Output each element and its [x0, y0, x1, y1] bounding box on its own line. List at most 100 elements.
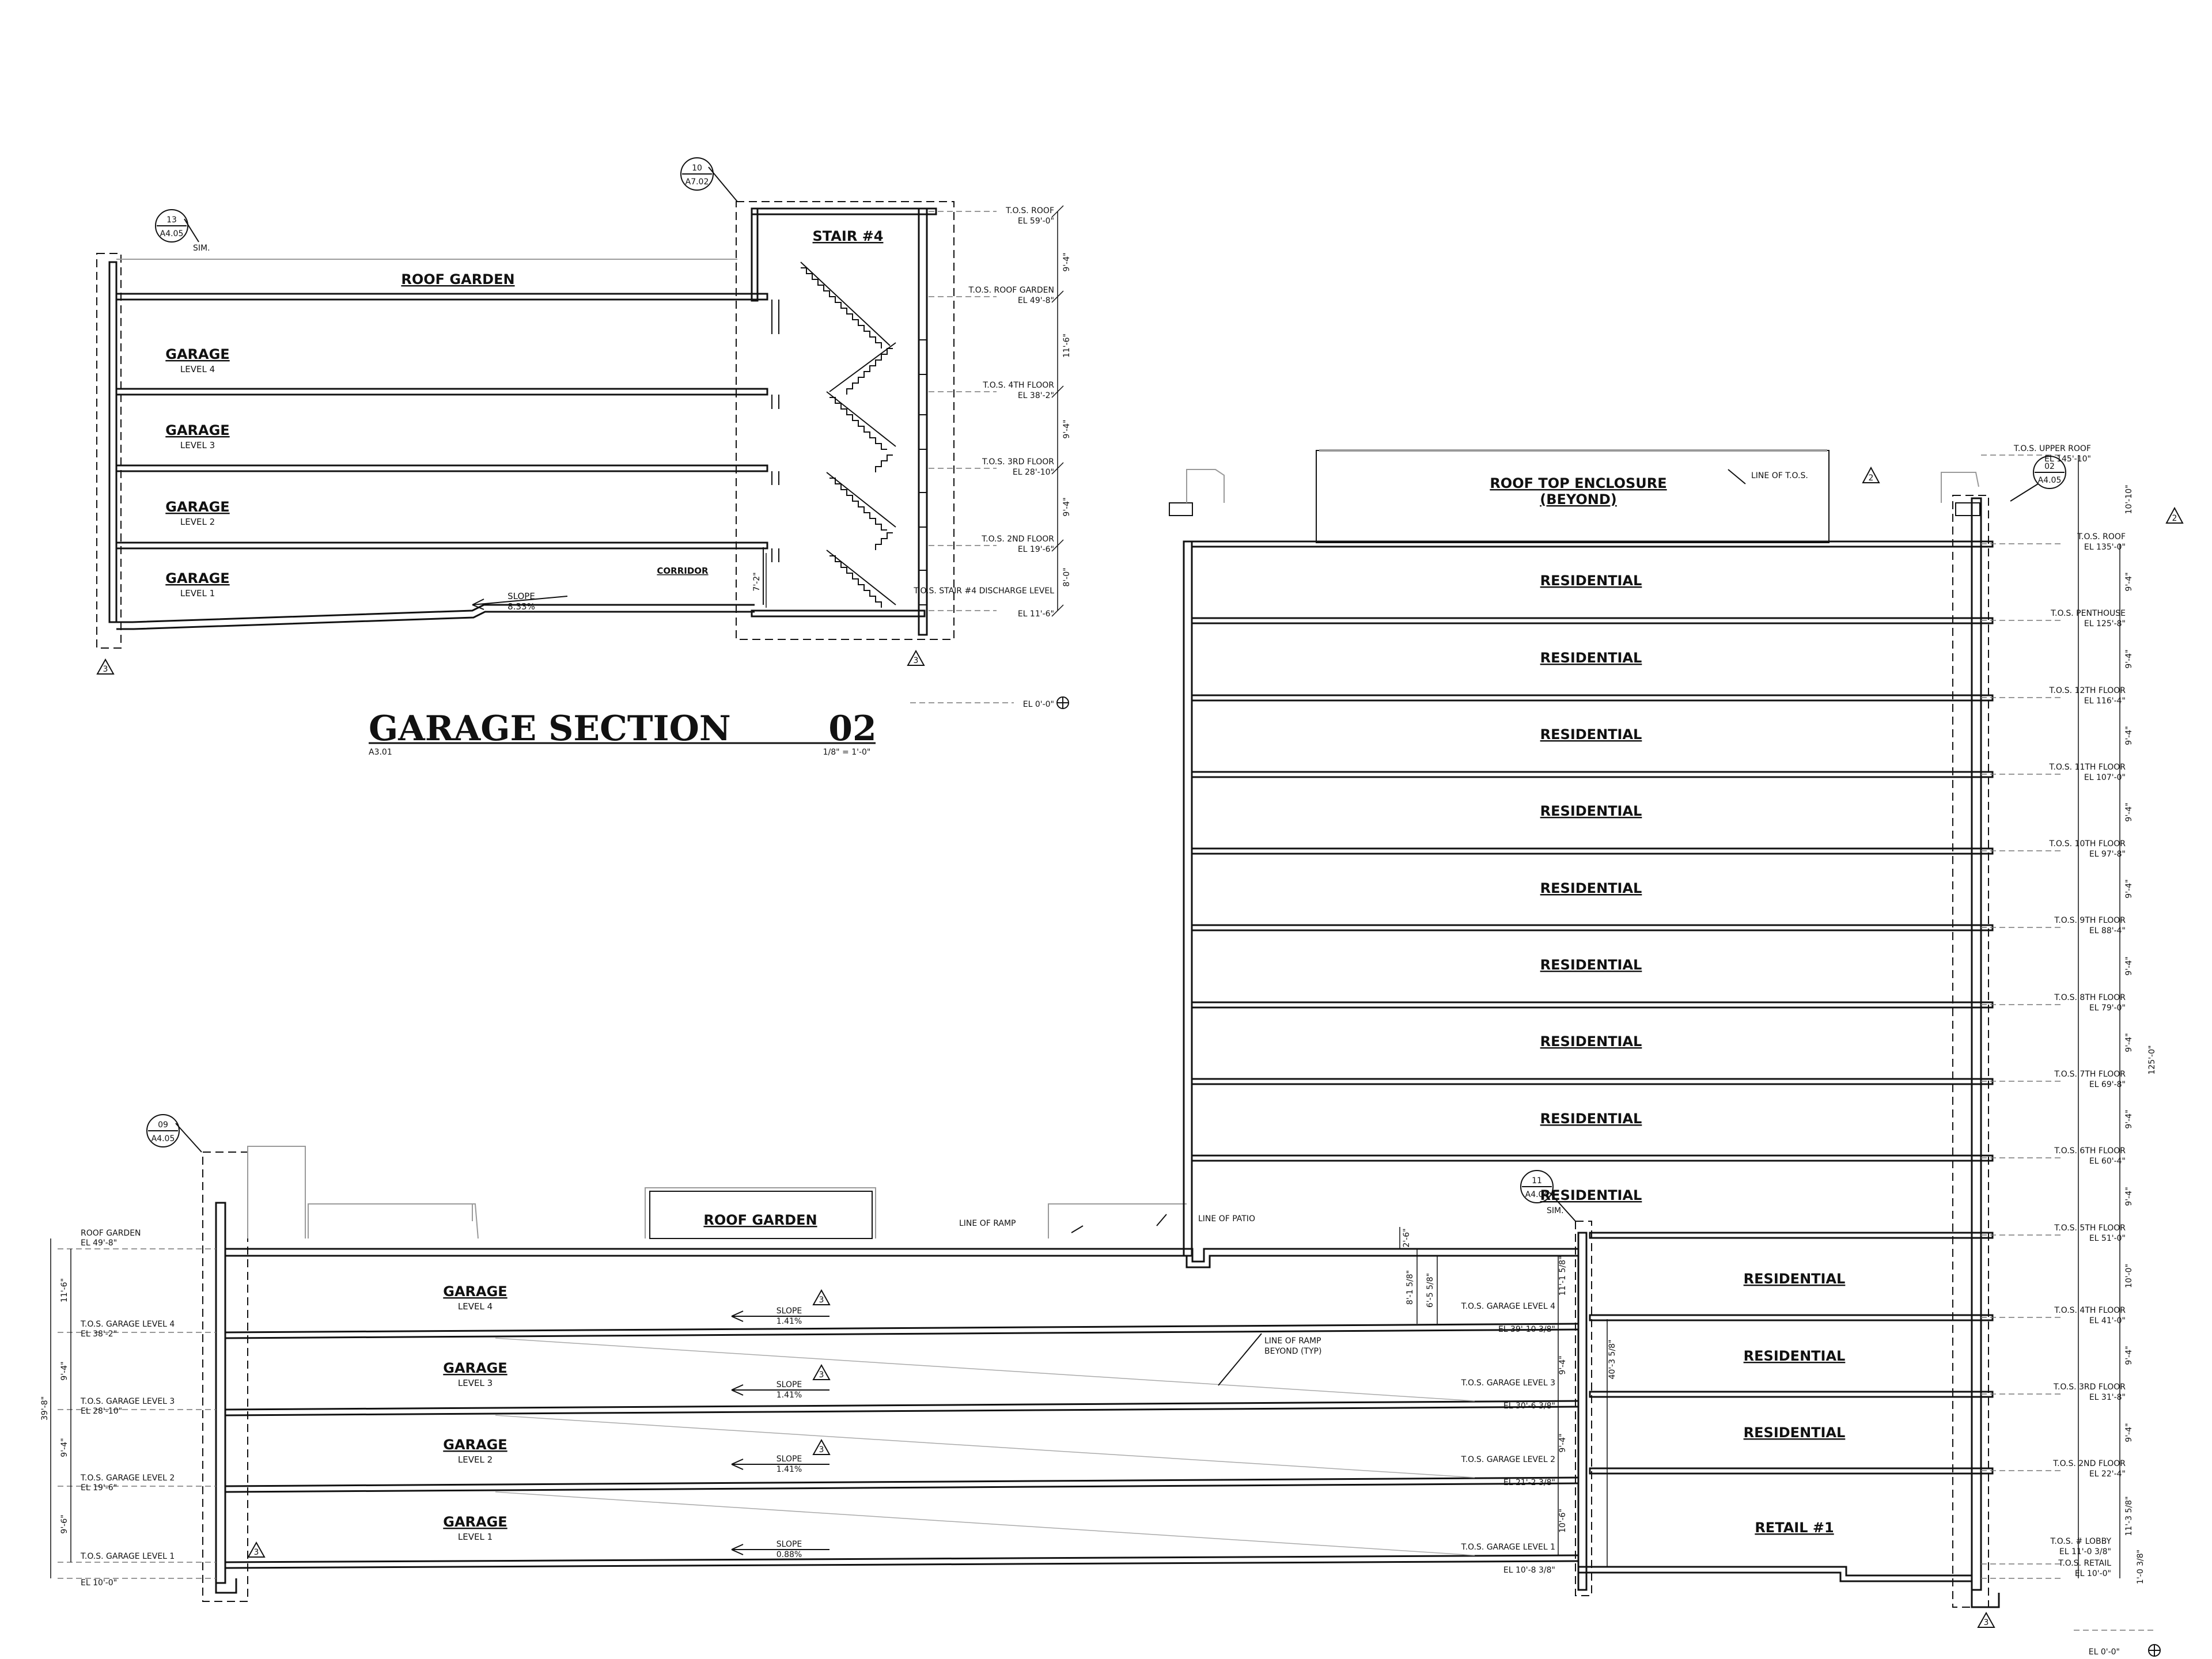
upper-level-leaders — [910, 211, 1014, 703]
tower-right-parapet — [1955, 502, 1980, 516]
right-level-el: EL 11'-0 3/8" — [2059, 1547, 2111, 1556]
lower-right-leaders — [1981, 454, 2154, 1631]
lower-garage-1-slope-label: SLOPE — [777, 1540, 802, 1549]
right-level-el: EL 31'-8" — [2089, 1393, 2126, 1402]
lower-right-dashed-outline — [1952, 495, 1989, 1608]
upper-level-2nd-el: EL 19'-6" — [1018, 545, 1054, 554]
right-level-name: T.O.S. 2ND FLOOR — [2052, 1459, 2126, 1468]
podium-unit-label: RESIDENTIAL — [1744, 1271, 1846, 1287]
slab-roof-garden — [115, 293, 768, 301]
right-level-el: EL 125'-8" — [2084, 619, 2126, 628]
tower-left-parapet — [1169, 502, 1193, 516]
right-level-el: EL 135'-0" — [2084, 543, 2126, 552]
stair-base-slab — [751, 609, 926, 618]
grid-marker-3-g1: 3 — [254, 1548, 259, 1557]
lower-left-leaders — [58, 1248, 216, 1579]
lower-roof-garden-label: ROOF GARDEN — [703, 1212, 817, 1228]
upper-garage-1-name: GARAGE — [165, 570, 229, 586]
mid-dim: 11'-1 5/8" — [1558, 1256, 1567, 1296]
upper-datum-symbol — [1056, 696, 1069, 709]
lower-right-dims: 10'-10" 9'-4" 9'-4" 9'-4" 9'-4" 9'-4" 9'… — [2124, 485, 2157, 1585]
callout-02-bubble — [2033, 456, 2066, 489]
mid-dim: 2'-6" — [1402, 1228, 1411, 1247]
roof-enclosure-line2: (BEYOND) — [1540, 491, 1617, 507]
right-dim: 9'-4" — [2124, 1187, 2134, 1206]
mid-dim: 9'-4" — [1558, 1433, 1567, 1452]
ramp-beyond-line2: BEYOND (TYP) — [1264, 1347, 1321, 1356]
mid-dim: 40'-3 5/8" — [1608, 1339, 1617, 1379]
podium-divider-wall — [1577, 1232, 1588, 1591]
upper-garage-3-name: GARAGE — [165, 422, 229, 438]
lower-garage-3-slope: 1.41% — [777, 1391, 802, 1400]
upper-garage-3-level: LEVEL 3 — [180, 440, 215, 450]
right-level-name: T.O.S. ROOF — [2077, 532, 2126, 541]
podium-unit-label: RETAIL #1 — [1755, 1520, 1834, 1536]
podium-unit-labels: RESIDENTIAL RESIDENTIAL RESIDENTIAL RETA… — [1744, 1271, 1846, 1536]
section-title: GARAGE SECTION — [369, 709, 731, 749]
line-of-patio: LINE OF PATIO — [1198, 1214, 1255, 1224]
ramp-beyond-line1: LINE OF RAMP — [1264, 1336, 1321, 1346]
upper-dim-3: 9'-4" — [1062, 497, 1071, 516]
lower-garage-4-slope-label: SLOPE — [777, 1306, 802, 1316]
grid-marker-3-right-label: 3 — [914, 656, 919, 665]
tower-unit-label: RESIDENTIAL — [1540, 957, 1642, 973]
right-dim: 10'-10" — [2124, 485, 2134, 514]
right-level-el: EL 10'-0" — [2075, 1569, 2111, 1578]
tower-unit-label: RESIDENTIAL — [1540, 1111, 1642, 1127]
mid-dim: 6'-5 5/8" — [1426, 1273, 1435, 1308]
right-level-name: T.O.S. PENTHOUSE — [2050, 609, 2126, 618]
tower-unit-label: RESIDENTIAL — [1540, 1033, 1642, 1050]
podium-divider-dashed — [1575, 1221, 1592, 1596]
lower-garage-2-slope: 1.41% — [777, 1465, 802, 1474]
upper-dim-2: 9'-4" — [1062, 419, 1071, 438]
tower-unit-label: RESIDENTIAL — [1540, 803, 1642, 819]
section-number: 02 — [828, 709, 877, 749]
podium-unit-label: RESIDENTIAL — [1744, 1425, 1846, 1441]
lower-garage-3-slope-label: SLOPE — [777, 1380, 802, 1389]
callout-10-num: 10 — [692, 164, 702, 173]
lower-datum-symbol — [2148, 1644, 2161, 1657]
upper-roof-garden-label: ROOF GARDEN — [401, 271, 514, 287]
tower-unit-label: RESIDENTIAL — [1540, 573, 1642, 589]
left-wall — [108, 261, 118, 623]
mid-level-name: T.O.S. GARAGE LEVEL 3 — [1461, 1378, 1555, 1388]
corridor-height-dim: 7'-2" — [752, 572, 762, 591]
lower-garage-2-name: GARAGE — [443, 1437, 507, 1453]
roof-enclosure-line1: ROOF TOP ENCLOSURE — [1490, 475, 1666, 491]
lower-garage-4-level: LEVEL 4 — [458, 1301, 493, 1312]
right-level-name: T.O.S. 9TH FLOOR — [2054, 916, 2126, 925]
upper-level-4th-name: T.O.S. 4TH FLOOR — [982, 381, 1054, 390]
right-level-el: EL 60'-4" — [2089, 1157, 2126, 1166]
upper-level-2nd-name: T.O.S. 2ND FLOOR — [981, 535, 1054, 544]
right-roof-equipment — [1941, 472, 1979, 503]
right-level-name: T.O.S. 4TH FLOOR — [2054, 1306, 2126, 1315]
stair-label: STAIR #4 — [813, 228, 884, 244]
line-of-tos: LINE OF T.O.S. — [1751, 471, 1808, 480]
left-level-name: T.O.S. GARAGE LEVEL 4 — [80, 1320, 175, 1329]
section-sheet-ref: A3.01 — [369, 748, 392, 757]
right-level-name: T.O.S. 11TH FLOOR — [2049, 763, 2126, 772]
tower-unit-label: RESIDENTIAL — [1540, 726, 1642, 743]
right-level-name: T.O.S. 5TH FLOOR — [2054, 1224, 2126, 1233]
left-dim: 9'-4" — [60, 1438, 69, 1457]
section-scale: 1/8" = 1'-0" — [823, 748, 871, 757]
upper-dimension-line — [766, 205, 1064, 617]
lower-mid-level-tags: T.O.S. GARAGE LEVEL 4 EL 39'-10 3/8" T.O… — [1402, 1228, 1617, 1575]
tower-residential-labels: RESIDENTIAL RESIDENTIAL RESIDENTIAL RESI… — [1540, 573, 1642, 1203]
slab-level-1-sloped-bottom — [116, 611, 755, 630]
right-level-el: EL 145'-10" — [2044, 454, 2091, 464]
right-dim: 11'-3 5/8" — [2124, 1496, 2134, 1536]
right-dim: 9'-4" — [2124, 1346, 2134, 1365]
right-dim: 9'-4" — [2124, 726, 2134, 745]
upper-level-3rd-name: T.O.S. 3RD FLOOR — [982, 457, 1054, 467]
callout-11-note: SIM. — [1547, 1206, 1564, 1215]
left-level-name: ROOF GARDEN — [81, 1229, 141, 1238]
lower-garage-3-name: GARAGE — [443, 1360, 507, 1376]
right-level-name: T.O.S. 6TH FLOOR — [2054, 1146, 2126, 1156]
lower-dimension-lines — [50, 455, 2120, 1578]
left-dim: 9'-4" — [60, 1361, 69, 1380]
right-level-el: EL 69'-8" — [2089, 1080, 2126, 1089]
right-level-name: T.O.S. 12TH FLOOR — [2049, 686, 2126, 695]
mid-level-el: EL 10'-8 3/8" — [1503, 1566, 1555, 1575]
mid-dim: 8'-1 5/8" — [1406, 1270, 1415, 1305]
